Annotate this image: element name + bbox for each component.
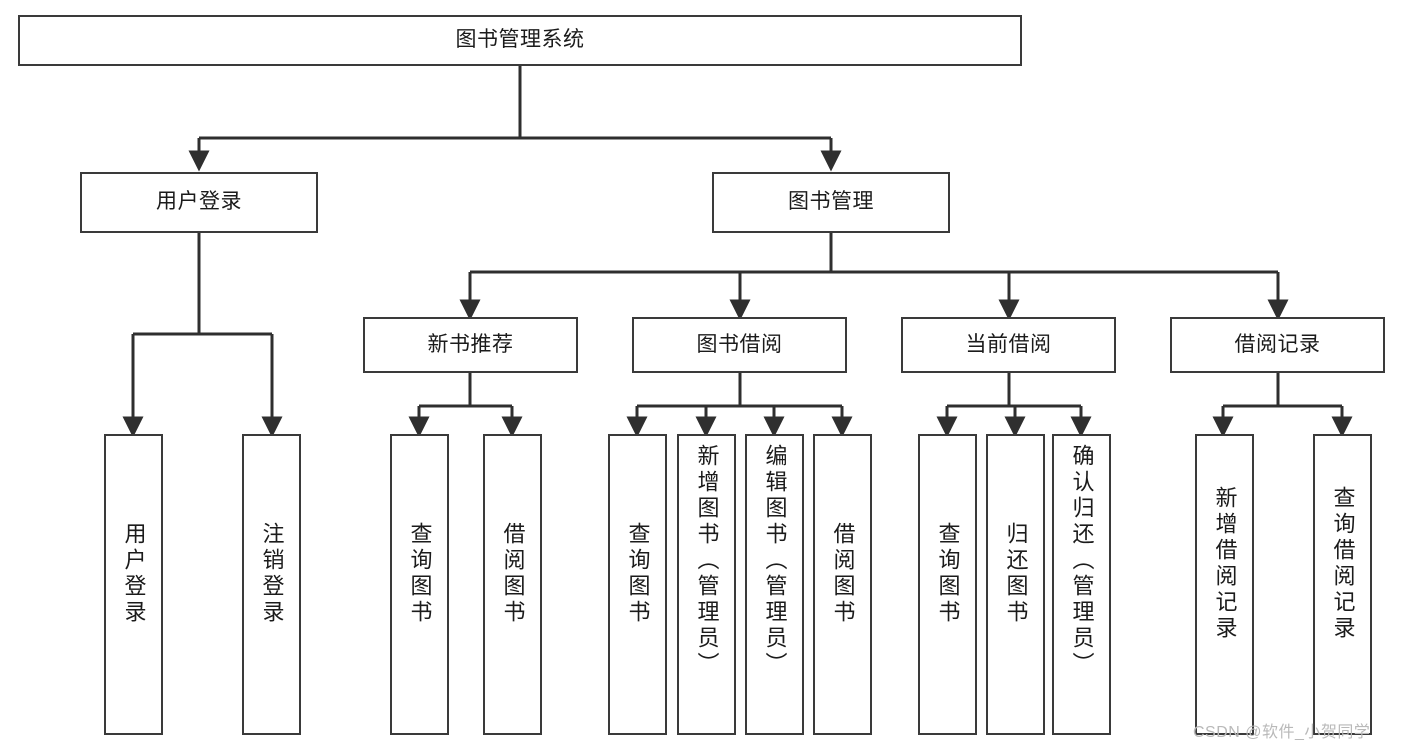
node-user-login-label: 用户登录 — [156, 190, 242, 214]
node-book-management[interactable]: 图书管理 — [712, 172, 950, 233]
node-root[interactable]: 图书管理系统 — [18, 15, 1022, 66]
node-leaf-edit-book-admin-label: 编辑图书（管理员） — [762, 444, 788, 678]
node-book-management-label: 图书管理 — [788, 190, 874, 214]
node-leaf-logout-label: 注销登录 — [259, 522, 285, 626]
node-user-login[interactable]: 用户登录 — [80, 172, 318, 233]
node-book-borrow[interactable]: 图书借阅 — [632, 317, 847, 373]
node-leaf-borrow-books-b-label: 借阅图书 — [830, 522, 856, 626]
node-leaf-return-books-label: 归还图书 — [1003, 522, 1029, 626]
node-leaf-query-books-b[interactable]: 查询图书 — [608, 434, 667, 735]
node-leaf-logout[interactable]: 注销登录 — [242, 434, 301, 735]
node-book-borrow-label: 图书借阅 — [696, 332, 783, 356]
node-leaf-add-borrow-record[interactable]: 新增借阅记录 — [1195, 434, 1254, 735]
node-leaf-user-login-label: 用户登录 — [121, 522, 147, 626]
node-borrow-record-label: 借阅记录 — [1234, 332, 1321, 356]
node-leaf-user-login[interactable]: 用户登录 — [104, 434, 163, 735]
node-new-book-recommend-label: 新书推荐 — [427, 332, 514, 356]
node-leaf-confirm-return-admin-label: 确认归还（管理员） — [1069, 444, 1095, 678]
node-current-borrow-label: 当前借阅 — [965, 332, 1052, 356]
node-new-book-recommend[interactable]: 新书推荐 — [363, 317, 578, 373]
node-leaf-borrow-books-b[interactable]: 借阅图书 — [813, 434, 872, 735]
node-leaf-borrow-books-a[interactable]: 借阅图书 — [483, 434, 542, 735]
node-leaf-query-books-a[interactable]: 查询图书 — [390, 434, 449, 735]
node-leaf-return-books[interactable]: 归还图书 — [986, 434, 1045, 735]
node-leaf-borrow-books-a-label: 借阅图书 — [500, 522, 526, 626]
node-leaf-add-book-admin-label: 新增图书（管理员） — [694, 444, 720, 678]
node-leaf-query-books-b-label: 查询图书 — [625, 522, 651, 626]
node-leaf-confirm-return-admin[interactable]: 确认归还（管理员） — [1052, 434, 1111, 735]
node-leaf-query-books-c[interactable]: 查询图书 — [918, 434, 977, 735]
node-leaf-edit-book-admin[interactable]: 编辑图书（管理员） — [745, 434, 804, 735]
node-leaf-query-borrow-record[interactable]: 查询借阅记录 — [1313, 434, 1372, 735]
node-leaf-add-book-admin[interactable]: 新增图书（管理员） — [677, 434, 736, 735]
node-leaf-add-borrow-record-label: 新增借阅记录 — [1212, 486, 1238, 642]
node-leaf-query-borrow-record-label: 查询借阅记录 — [1330, 486, 1356, 642]
node-current-borrow[interactable]: 当前借阅 — [901, 317, 1116, 373]
node-root-label: 图书管理系统 — [455, 28, 585, 52]
node-leaf-query-books-c-label: 查询图书 — [935, 522, 961, 626]
node-leaf-query-books-a-label: 查询图书 — [407, 522, 433, 626]
node-borrow-record[interactable]: 借阅记录 — [1170, 317, 1385, 373]
